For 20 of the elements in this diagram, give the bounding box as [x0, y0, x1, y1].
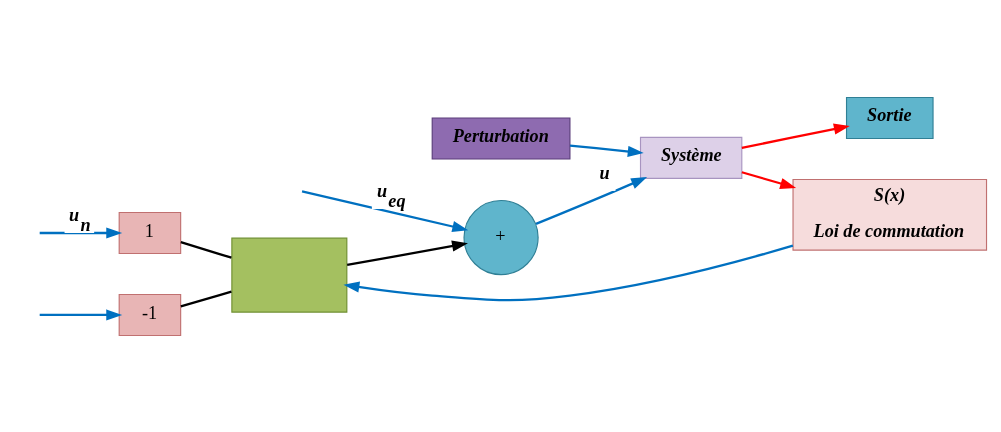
arrow	[741, 170, 797, 189]
arrow	[343, 244, 794, 301]
node-box: S(x) Loi de commutation	[792, 178, 988, 251]
connector	[180, 290, 232, 307]
arrow	[301, 189, 469, 232]
node-box: Sortie	[845, 96, 934, 139]
node-box: Système	[639, 136, 743, 179]
arrow	[39, 308, 123, 321]
node-box: -1	[118, 293, 182, 336]
arrow	[39, 226, 123, 239]
node-box	[231, 237, 348, 313]
arrow	[569, 143, 644, 157]
node-box: Perturbation	[431, 116, 571, 160]
edge-label: u	[599, 162, 610, 183]
arrow	[741, 123, 850, 149]
arrow	[346, 240, 468, 266]
connector	[180, 240, 232, 259]
node-box: 1	[118, 211, 182, 254]
arrow	[535, 176, 648, 225]
node-circle: +	[463, 199, 539, 275]
